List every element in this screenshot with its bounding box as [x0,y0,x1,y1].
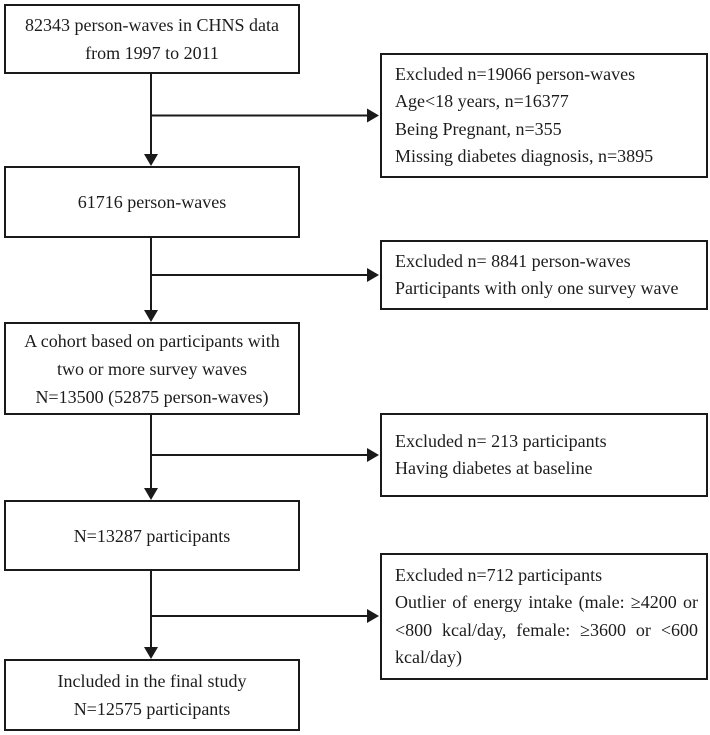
exclusion-box-2-line-2: Participants with only one survey wave [395,278,679,298]
flow-step-1: 82343 person-waves in CHNS data from 199… [4,4,300,74]
exclusion-box-1-line-3: Being Pregnant, n=355 [395,118,562,139]
arrowhead-down-icon [144,310,158,322]
flow-step-3: A cohort based on participants with two … [4,322,300,415]
exclusion-box-2: Excluded n= 8841 person-waves Participan… [380,240,708,310]
connector-down-3 [144,415,158,500]
arrowhead-right-icon [367,609,379,623]
exclusion-box-3-line-1: Excluded n= 213 participants [395,430,607,451]
connector-right-4 [151,609,379,623]
flow-step-5-line-2: N=12575 participants [73,699,231,719]
flow-step-5-line-1: Included in the final study [57,671,247,691]
flow-step-4-line-1: N=13287 participants [73,525,231,546]
exclusion-box-1: Excluded n=19066 person-waves Age<18 yea… [380,53,708,178]
exclusion-box-1-line-4: Missing diabetes diagnosis, n=3895 [395,146,654,166]
exclusion-box-3: Excluded n= 213 participants Having diab… [380,413,708,497]
connector-right-3 [151,448,379,462]
flow-step-5: Included in the final study N=12575 part… [4,659,300,731]
connector-down-1 [144,74,158,166]
flow-step-1-line-2: from 1997 to 2011 [85,43,219,63]
arrowhead-right-icon [367,108,379,123]
flow-step-4: N=13287 participants [4,500,300,571]
arrowhead-right-icon [367,448,379,462]
exclusion-box-3-line-2: Having diabetes at baseline [395,458,593,478]
exclusion-box-4: Excluded n=712 participants Outlier of e… [380,553,708,680]
connector-right-2 [151,268,379,282]
flow-step-2: 61716 person-waves [4,166,300,238]
arrowhead-down-icon [144,488,158,500]
exclusion-box-2-line-1: Excluded n= 8841 person-waves [395,250,631,271]
exclusion-box-1-line-2: Age<18 years, n=16377 [395,91,569,111]
flow-step-1-line-1: 82343 person-waves in CHNS data [25,15,279,35]
connector-down-2 [144,238,158,322]
connector-down-4 [144,571,158,659]
flow-step-3-line-3: N=13500 (52875 person-waves) [35,386,269,407]
arrowhead-right-icon [367,268,379,282]
flow-step-3-line-2: two or more survey waves [57,358,247,379]
arrowhead-down-icon [144,647,158,659]
connector-right-1 [151,108,379,123]
arrowhead-down-icon [144,154,158,166]
flow-step-2-line-1: 61716 person-waves [77,192,227,212]
exclusion-box-1-line-1: Excluded n=19066 person-waves [395,63,636,84]
exclusion-box-4-line-1: Excluded n=712 participants [395,564,603,585]
exclusion-box-4-paragraph: Outlier of energy intake (male: ≥4200 or… [395,592,698,667]
flow-step-3-line-1: A cohort based on participants with [24,330,280,351]
